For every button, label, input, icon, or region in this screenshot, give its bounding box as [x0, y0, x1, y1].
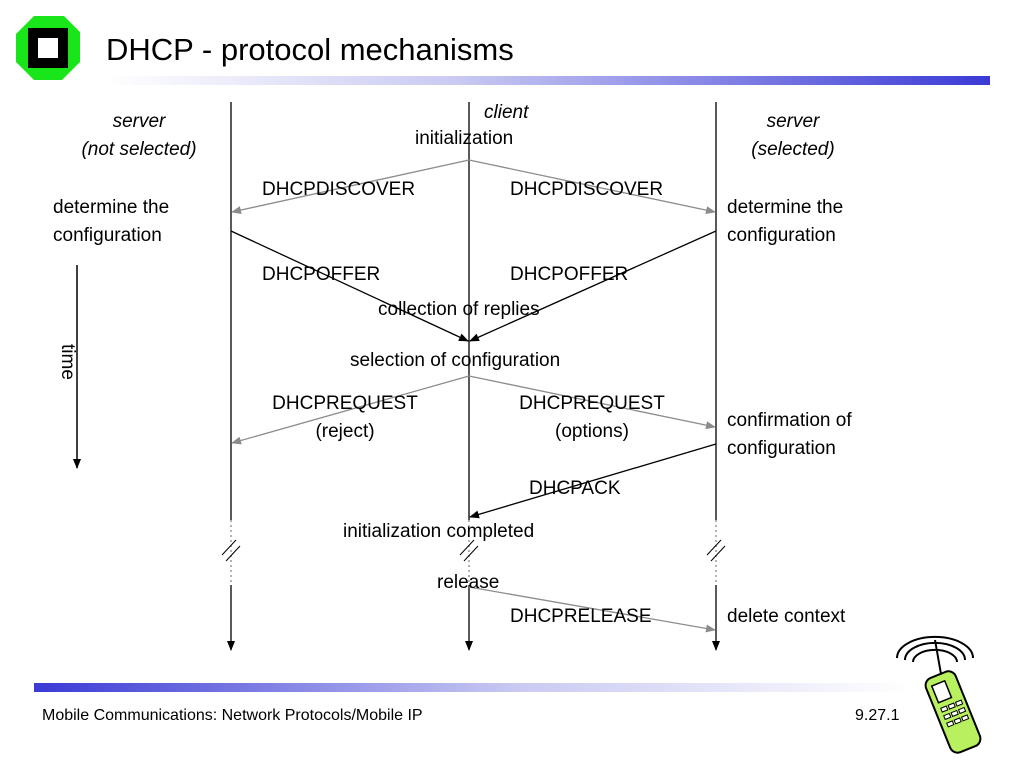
server-selected-label: server (selected) — [751, 111, 835, 160]
dhcpoffer-left-label: DHCPOFFER — [262, 264, 381, 285]
footer-bar — [34, 683, 910, 692]
dhcpdiscover-right-label: DHCPDISCOVER — [510, 179, 664, 200]
dhcpdiscover-left-label: DHCPDISCOVER — [262, 179, 416, 200]
arrow-discover-right — [468, 159, 716, 215]
determine-config-right-label: determine the configuration — [727, 197, 844, 246]
arrow-offer-right — [469, 230, 717, 342]
footer-page-number: 9.27.1 — [855, 707, 900, 724]
page-title: DHCP - protocol mechanisms — [106, 32, 514, 67]
collection-of-replies-label: collection of replies — [378, 299, 540, 320]
footer-course-title: Mobile Communications: Network Protocols… — [42, 707, 423, 724]
dhcpack-label: DHCPACK — [529, 478, 621, 499]
dhcprelease-label: DHCPRELEASE — [510, 606, 652, 627]
dhcprequest-reject-label: DHCPREQUEST (reject) — [272, 393, 418, 442]
initialization-label: initialization — [415, 128, 514, 149]
arrow-offer-left — [230, 230, 469, 342]
dhcprequest-options-label: DHCPREQUEST (options) — [519, 393, 665, 442]
arrow-release — [468, 586, 716, 633]
client-label: client — [484, 102, 529, 123]
title-underline-bar — [106, 76, 990, 85]
initialization-completed-label: initialization completed — [343, 521, 535, 542]
time-label: time — [57, 344, 78, 380]
selection-of-configuration-label: selection of configuration — [350, 350, 561, 371]
break-marks — [221, 539, 726, 562]
dhcpoffer-right-label: DHCPOFFER — [510, 264, 629, 285]
delete-context-label: delete context — [727, 606, 846, 627]
determine-config-left-label: determine the configuration — [53, 197, 170, 246]
arrow-discover-left — [231, 159, 470, 214]
arrow-request-right — [468, 375, 716, 430]
arrow-ack — [469, 443, 717, 519]
confirmation-of-configuration-label: confirmation of configuration — [727, 410, 852, 459]
mobile-phone-icon — [896, 635, 982, 754]
arrow-request-left — [231, 375, 470, 445]
release-label: release — [437, 572, 500, 593]
server-not-selected-label: server (not selected) — [81, 111, 197, 160]
